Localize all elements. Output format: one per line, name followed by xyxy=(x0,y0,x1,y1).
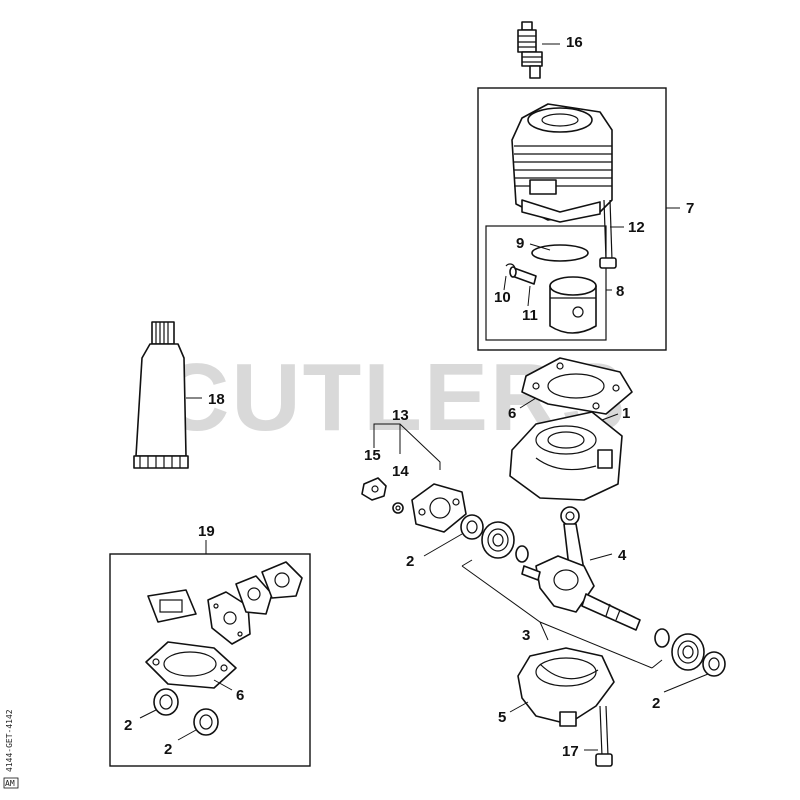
crankcase-bottom xyxy=(517,647,615,727)
side-code: 4144-GET-4142 AM xyxy=(3,709,19,789)
callout-9: 9 xyxy=(516,235,524,252)
leader-6a xyxy=(519,397,537,409)
callout-11: 11 xyxy=(522,307,538,324)
pump-plate xyxy=(411,483,467,533)
spark-plug xyxy=(517,21,543,79)
oil-seal-set-2 xyxy=(193,708,219,736)
intake-gasket xyxy=(235,575,273,615)
callout-2c: 2 xyxy=(124,717,132,734)
callout-6a: 6 xyxy=(508,405,516,422)
piston-kit-box xyxy=(485,225,607,341)
callout-14: 14 xyxy=(392,463,409,480)
crankcase-screw xyxy=(595,705,613,767)
callout-12: 12 xyxy=(628,219,645,236)
washer-14 xyxy=(392,502,404,514)
ring-right xyxy=(654,628,670,648)
callout-8: 8 xyxy=(616,283,624,300)
filter-gasket xyxy=(261,561,303,599)
leader-6b xyxy=(213,679,233,691)
leader-11 xyxy=(527,285,531,307)
callout-18: 18 xyxy=(208,391,225,408)
leader-5 xyxy=(509,701,529,713)
callout-17: 17 xyxy=(562,743,579,760)
oil-seal-left xyxy=(460,514,484,540)
crankshaft xyxy=(521,506,641,631)
bearing-left xyxy=(481,521,515,559)
crankcase-top xyxy=(509,411,623,501)
bearing-right xyxy=(671,633,705,671)
callout-5: 5 xyxy=(498,709,506,726)
callout-1: 1 xyxy=(622,405,630,422)
callout-13: 13 xyxy=(392,407,409,424)
callout-10: 10 xyxy=(494,289,511,306)
callout-16: 16 xyxy=(566,34,583,51)
cylinder xyxy=(511,103,613,223)
leader-2a xyxy=(423,533,463,557)
callout-7: 7 xyxy=(686,200,694,217)
leader-4 xyxy=(589,553,613,561)
ring-left xyxy=(515,545,529,563)
grease-tube xyxy=(133,321,189,469)
cylinder-gasket xyxy=(521,357,633,415)
muffler-gasket xyxy=(147,589,197,623)
callout-3: 3 xyxy=(522,627,530,644)
cylinder-screw xyxy=(599,199,617,269)
leader-2d xyxy=(177,729,197,741)
callout-2b: 2 xyxy=(652,695,660,712)
cylinder-gasket-set xyxy=(145,641,237,689)
callout-15: 15 xyxy=(364,447,381,464)
leader-9 xyxy=(529,243,551,251)
callout-2d: 2 xyxy=(164,741,172,758)
part-15 xyxy=(361,477,387,501)
gasket-set-box xyxy=(109,553,311,767)
leader-2b xyxy=(663,673,709,693)
callout-4: 4 xyxy=(618,547,627,564)
oil-seal-set-1 xyxy=(153,688,179,716)
leader-2c xyxy=(139,709,157,719)
cylinder-kit-box xyxy=(477,87,667,351)
bracket-3 xyxy=(461,565,653,669)
side-tag-text: AM xyxy=(5,779,15,788)
carburetor-gasket xyxy=(207,591,251,645)
piston-pin xyxy=(509,266,537,285)
piston xyxy=(549,276,597,334)
callout-2a: 2 xyxy=(406,553,414,570)
leader-10 xyxy=(503,275,507,291)
callout-19: 19 xyxy=(198,523,215,540)
callout-6b: 6 xyxy=(236,687,244,704)
leader-1 xyxy=(601,413,619,421)
side-code-text: 4144-GET-4142 xyxy=(5,709,14,772)
oil-seal-right xyxy=(702,651,726,677)
